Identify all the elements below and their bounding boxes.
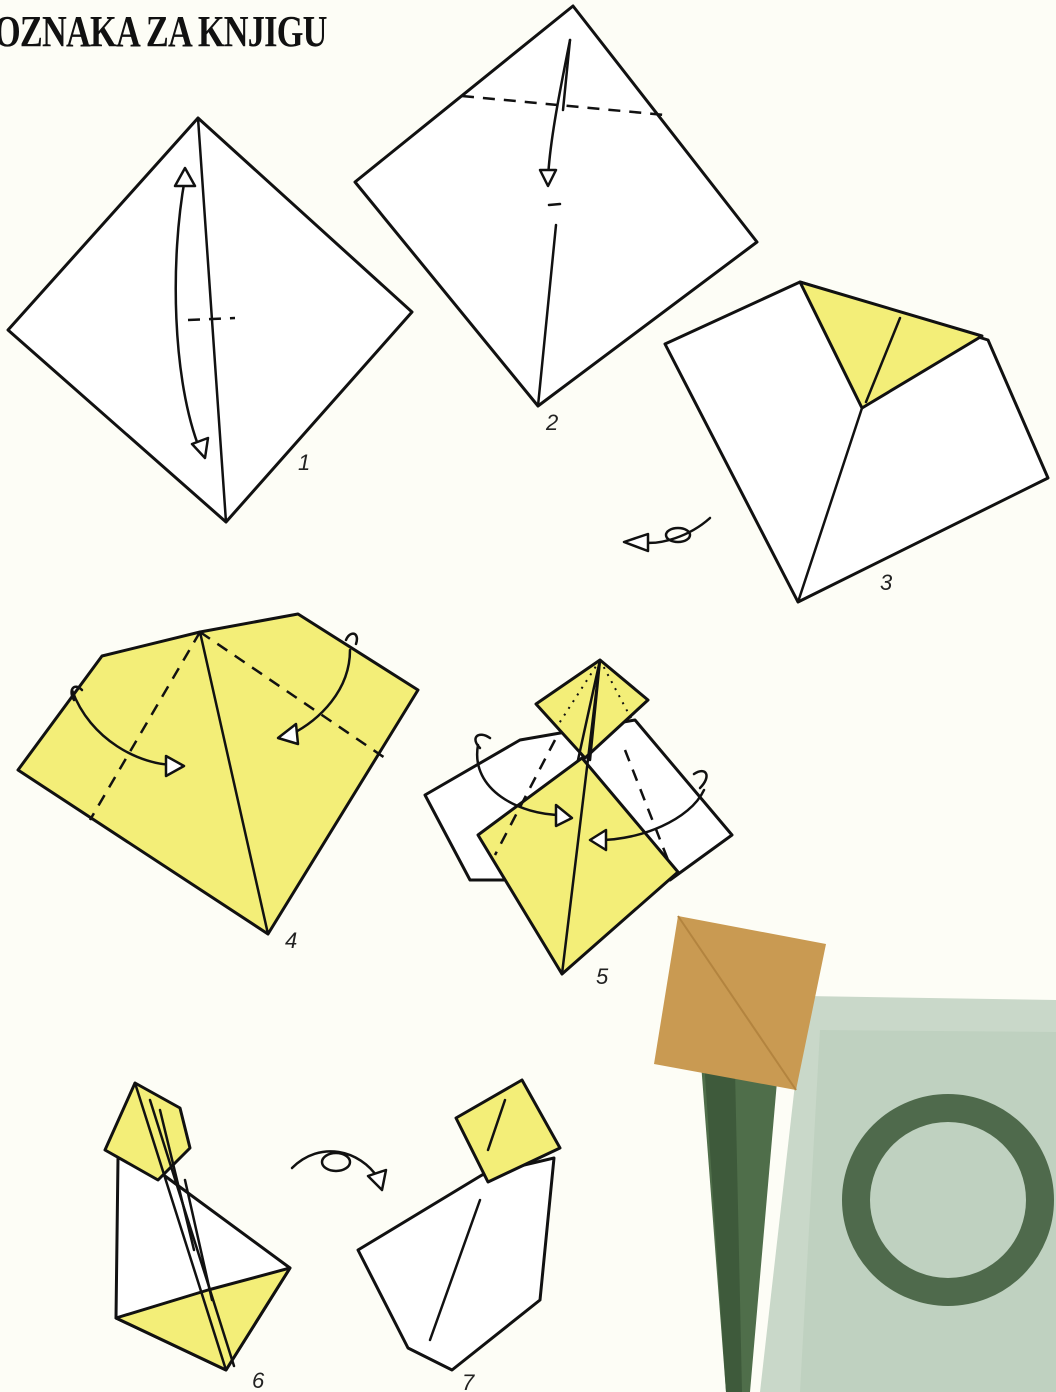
finished-bookmark-photo xyxy=(654,916,1056,1392)
step-number: 2 xyxy=(545,410,558,435)
step-3-diagram: 3 xyxy=(624,282,1048,602)
step-number: 6 xyxy=(252,1368,265,1392)
turn-over-icon xyxy=(640,518,710,543)
step-number: 4 xyxy=(285,928,297,953)
step-6-diagram: 6 xyxy=(105,1083,290,1392)
step-number: 5 xyxy=(596,964,609,989)
step-number: 7 xyxy=(462,1370,475,1392)
turn-over-icon xyxy=(292,1151,378,1178)
turn-over-arrow xyxy=(292,1151,386,1190)
step-7-diagram: 7 xyxy=(358,1080,560,1392)
bookmark-top xyxy=(654,916,826,1090)
step-1-diagram: 1 xyxy=(8,118,412,522)
step-number: 3 xyxy=(880,570,893,595)
step-number: 1 xyxy=(298,450,310,475)
step-4-diagram: 4 xyxy=(18,614,418,953)
